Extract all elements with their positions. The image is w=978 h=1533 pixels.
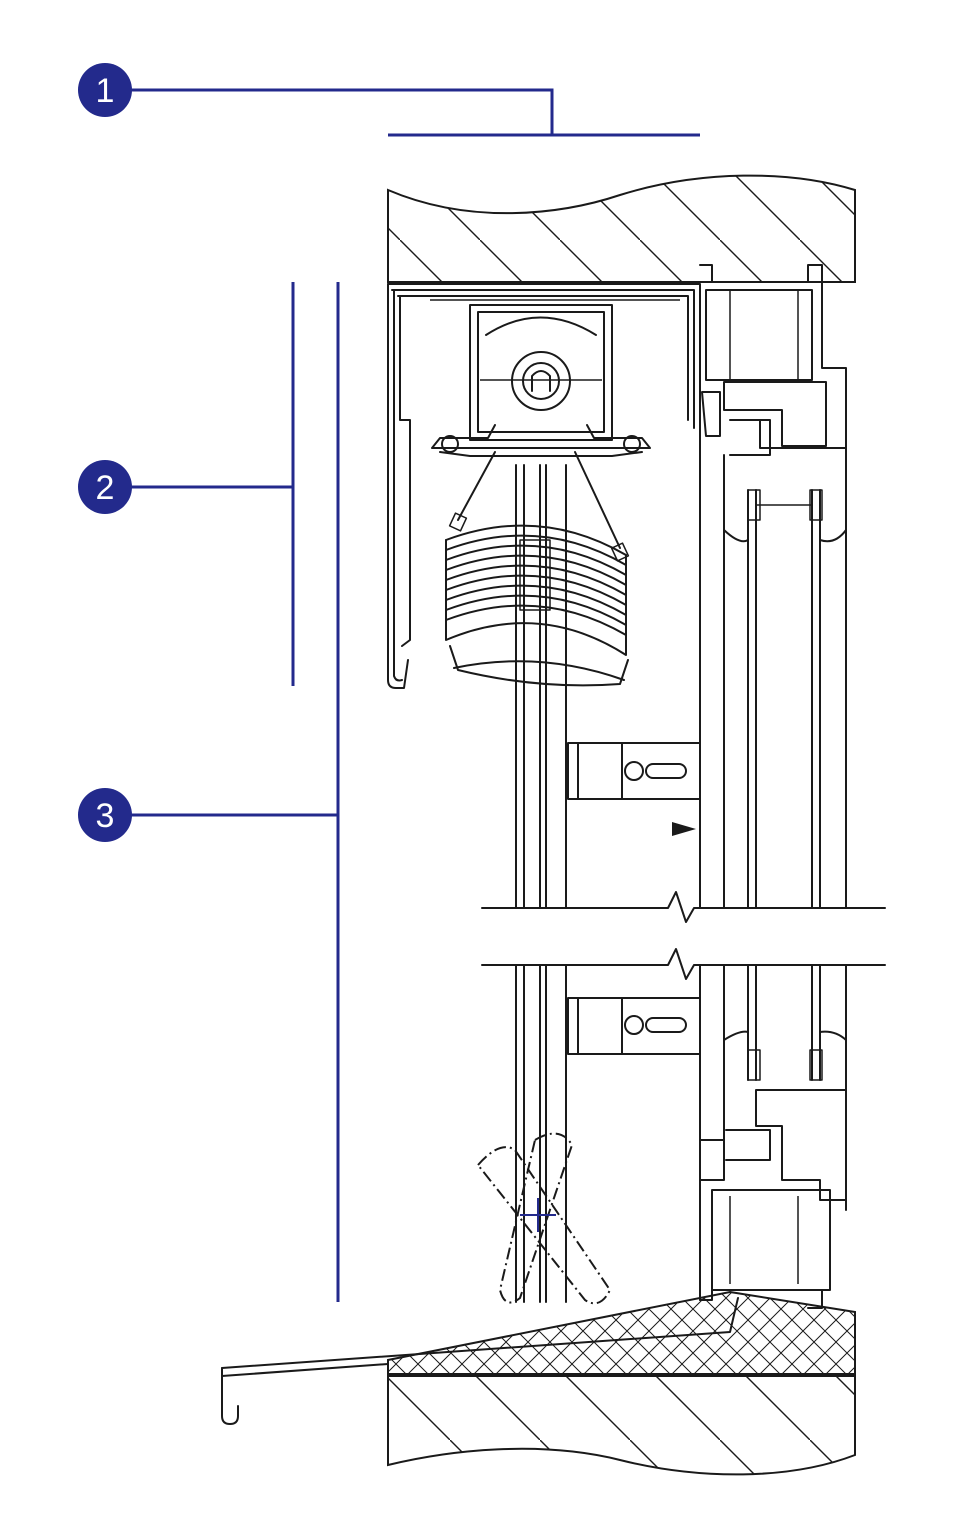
slat-stack <box>445 451 630 687</box>
arrow-marker <box>672 822 696 836</box>
tilted-slat <box>476 1132 612 1305</box>
callout-2: 2 <box>78 460 132 514</box>
leader-1 <box>128 88 700 137</box>
break-lines <box>481 891 886 980</box>
rail-bracket-upper <box>567 742 701 800</box>
callout-3-label: 3 <box>96 797 115 835</box>
guide-rail <box>515 464 567 1303</box>
callout-leaders <box>128 88 700 1302</box>
window-frame <box>699 264 847 1309</box>
leader-2 <box>128 282 295 686</box>
callout-3: 3 <box>78 788 132 842</box>
callout-1-label: 1 <box>96 72 115 110</box>
top-lintel <box>387 174 856 283</box>
rail-bracket-lower <box>567 997 701 1055</box>
leader-3 <box>128 282 340 1302</box>
head-box <box>387 283 701 689</box>
callout-2-label: 2 <box>96 469 115 507</box>
head-rail-mechanism <box>431 304 651 457</box>
callout-1: 1 <box>78 63 132 117</box>
window-sill <box>221 1290 856 1476</box>
